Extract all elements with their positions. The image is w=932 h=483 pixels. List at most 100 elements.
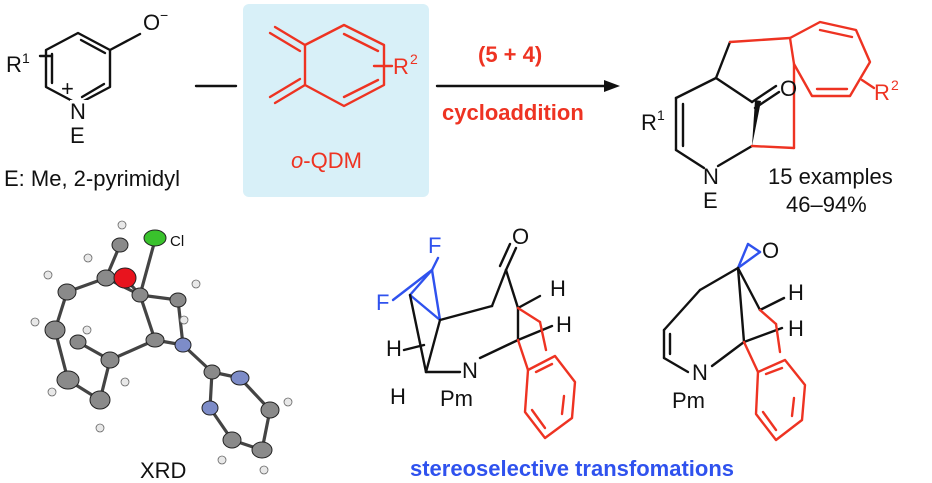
- oqdm-double-2: [342, 78, 380, 99]
- xrd-oxygen: [113, 267, 137, 289]
- d2-h-bond-1: [758, 296, 786, 312]
- p-bond-1: [674, 76, 718, 100]
- d1-benzo: [523, 354, 577, 440]
- pyridine-ring: [44, 31, 112, 106]
- d2-h1: H: [788, 280, 804, 305]
- d1-bond-1: [408, 293, 428, 374]
- e-substituents-note: E: Me, 2-pyrimidyl: [4, 166, 180, 191]
- xrd-structure: Cl XRD: [30, 220, 293, 483]
- d2-bond-6: [736, 266, 746, 344]
- p-benzo-d1: [818, 28, 854, 39]
- d1-pm: Pm: [440, 386, 473, 411]
- n-mask: [70, 100, 88, 120]
- p-r2-bond: [860, 78, 876, 90]
- arrow-bottom-label: cycloaddition: [442, 100, 584, 125]
- ring-double-bond-3: [80, 82, 106, 99]
- d2-bond-1: [698, 266, 740, 292]
- d2-n: N: [692, 360, 708, 385]
- exo-methylene-2: [273, 83, 307, 105]
- xrd-chlorine: [143, 229, 167, 247]
- reactant-n: N: [70, 99, 86, 124]
- d2-red-1: [758, 308, 778, 326]
- xrd-label: XRD: [140, 458, 186, 483]
- oqdm-r2: R: [393, 54, 409, 79]
- d1-h-bond-1: [516, 294, 542, 310]
- cycloadduct-product: O R 1 R 2 N E 15 examples 46–94%: [641, 20, 899, 217]
- derivative-spiro-epoxide: O H H N Pm: [662, 238, 807, 442]
- d1-n: N: [462, 358, 478, 383]
- d1-red-2: [538, 320, 548, 352]
- scope-examples: 15 examples: [768, 164, 893, 189]
- plus-charge: +: [61, 76, 74, 101]
- d1-benzo-d2: [560, 394, 566, 416]
- arrow-top-label: (5 + 4): [478, 42, 542, 67]
- product-r2: R: [874, 80, 890, 105]
- d1-h-bond-2: [516, 324, 554, 342]
- d1-h1: H: [386, 336, 402, 361]
- oxide-o: O: [143, 10, 160, 35]
- xrd-cl-label: Cl: [170, 233, 184, 250]
- product-n: N: [703, 164, 719, 189]
- d1-h-bond-3: [402, 343, 426, 352]
- product-r2-sup: 2: [891, 77, 899, 93]
- reactant-e: E: [70, 123, 85, 148]
- p-wedge: [752, 100, 761, 146]
- d2-benzo-d2: [790, 396, 796, 418]
- p-red-ch2-1: [728, 36, 792, 44]
- d1-red-3: [516, 338, 530, 372]
- arrow-head: [604, 80, 620, 92]
- d1-h2: H: [390, 384, 406, 409]
- d2-bond-5: [710, 340, 746, 368]
- oqdm-r2-sup: 2: [410, 51, 418, 67]
- d1-cf2-bond-c: [408, 293, 442, 322]
- p-bond-6: [714, 40, 732, 80]
- p-bond-3: [674, 148, 706, 170]
- d1-h4: H: [556, 312, 572, 337]
- ring-double-bond-2: [79, 38, 107, 55]
- d1-f-bond-2: [430, 256, 440, 272]
- d1-co-bond-2: [504, 268, 520, 310]
- oqdm-double-1: [342, 32, 380, 53]
- d1-carbonyl: [504, 246, 518, 272]
- p-carbonyl-2: [753, 90, 781, 110]
- derivative-difluorocyclopropane: F F O H H H H N Pm: [376, 224, 577, 440]
- exo-methylene-1: [273, 25, 307, 47]
- d2-epox-3: [736, 250, 762, 270]
- pyridinium-oxide: O − R 1 + N E E: Me, 2-pyrimidyl: [4, 7, 180, 191]
- p-bond-5: [714, 76, 754, 104]
- d1-cf2-bond-b: [430, 268, 442, 322]
- d1-h3: H: [550, 276, 566, 301]
- oqdm-reagent: R 2 o-QDM: [243, 4, 429, 197]
- oqdm-name: o-QDM: [291, 148, 362, 173]
- d1-bond-2: [424, 318, 442, 374]
- d1-f1: F: [428, 233, 441, 258]
- d2-bond-2: [662, 288, 702, 332]
- reaction-arrow: (5 + 4) cycloaddition: [435, 42, 620, 125]
- p-carbonyl: [750, 84, 778, 104]
- p-red-ch2-2: [750, 144, 796, 150]
- d1-bond-5: [478, 338, 520, 360]
- scope-yield: 46–94%: [786, 192, 867, 217]
- d1-f-bond-1: [391, 268, 434, 302]
- d2-h-bond-2: [742, 326, 784, 344]
- d2-bond-7: [736, 266, 762, 312]
- d2-benzo: [754, 358, 807, 442]
- exo-methylene-1b: [268, 31, 302, 53]
- d1-o: O: [512, 224, 529, 249]
- d2-epox-1: [736, 242, 750, 270]
- d1-red-1: [516, 306, 542, 324]
- d2-benzo-d1: [764, 366, 784, 376]
- d1-benzo-d1: [534, 362, 554, 374]
- d2-red-3: [742, 340, 760, 374]
- d1-benzo-d3: [530, 408, 547, 430]
- r1-label: R: [6, 52, 22, 77]
- oxide-charge: −: [160, 7, 168, 23]
- oxide-bond: [108, 32, 142, 52]
- exo-methylene-2b: [268, 77, 302, 99]
- d2-red-2: [774, 322, 782, 354]
- transformations-caption: stereoselective transfomations: [410, 456, 734, 481]
- r1-sup: 1: [22, 50, 30, 66]
- p-bond-4: [716, 144, 754, 168]
